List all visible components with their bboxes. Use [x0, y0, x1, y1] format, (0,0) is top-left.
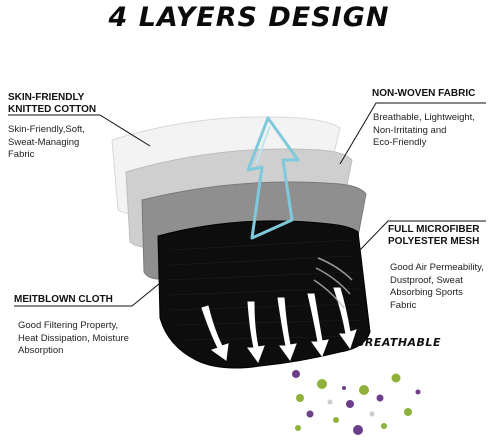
- microfiber-desc-line: Absorbing Sports: [390, 287, 463, 298]
- microfiber-desc-line: Good Air Permeability,: [390, 262, 484, 273]
- skin-layer-description: Skin-Friendly,Soft, Sweat-Managing Fabri…: [8, 124, 85, 162]
- breathable-label: BREATHABLE: [356, 336, 441, 349]
- microfiber-heading-line2: POLYESTER MESH: [388, 236, 480, 247]
- nonwoven-desc-line: Breathable, Lightweight,: [373, 112, 475, 123]
- meltblown-desc-line: Good Filtering Property,: [18, 320, 119, 331]
- pointer-skin: [8, 114, 151, 147]
- meltblown-desc-line: Heat Dissipation, Moisture: [18, 332, 129, 344]
- microfiber-desc-line: Dustproof, Sweat: [390, 274, 463, 286]
- page-title: 4 LAYERS DESIGN: [108, 2, 390, 33]
- meltblown-layer-heading: MEITBLOWN CLOTH: [14, 294, 113, 306]
- nonwoven-heading-line1: NON-WOVEN FABRIC: [372, 88, 476, 99]
- pointer-microfiber: [359, 220, 486, 251]
- microfiber-heading-line1: FULL MICROFIBER: [388, 224, 480, 235]
- microfiber-layer-heading: FULL MICROFIBER POLYESTER MESH: [388, 224, 479, 248]
- up-arrow-icon: [246, 116, 300, 240]
- meltblown-layer-description: Good Filtering Property, Heat Dissipatio…: [18, 320, 129, 358]
- microfiber-layer-description: Good Air Permeability, Dustproof, Sweat …: [390, 262, 484, 312]
- skin-heading-line2: KNITTED COTTON: [8, 104, 97, 115]
- nonwoven-layer-heading: NON-WOVEN FABRIC: [372, 88, 475, 100]
- nonwoven-desc-line: Eco-Friendly: [373, 137, 427, 148]
- nonwoven-desc-line: Non-Irritating and: [373, 124, 447, 136]
- meltblown-heading-line1: MEITBLOWN CLOTH: [14, 294, 113, 305]
- skin-desc-line: Sweat-Managing: [8, 136, 80, 148]
- microfiber-desc-line: Fabric: [390, 299, 417, 311]
- skin-heading-line1: SKIN-FRIENDLY: [8, 92, 85, 103]
- skin-desc-line: Fabric: [8, 149, 35, 160]
- meltblown-desc-line: Absorption: [18, 345, 64, 356]
- pointer-meltblown: [14, 269, 177, 307]
- nonwoven-layer-description: Breathable, Lightweight, Non-Irritating …: [373, 112, 475, 150]
- skin-desc-line: Skin-Friendly,Soft,: [8, 124, 85, 135]
- skin-layer-heading: SKIN-FRIENDLY KNITTED COTTON: [8, 92, 96, 116]
- pointer-nonwoven: [339, 102, 486, 165]
- particle-icon: [292, 370, 421, 435]
